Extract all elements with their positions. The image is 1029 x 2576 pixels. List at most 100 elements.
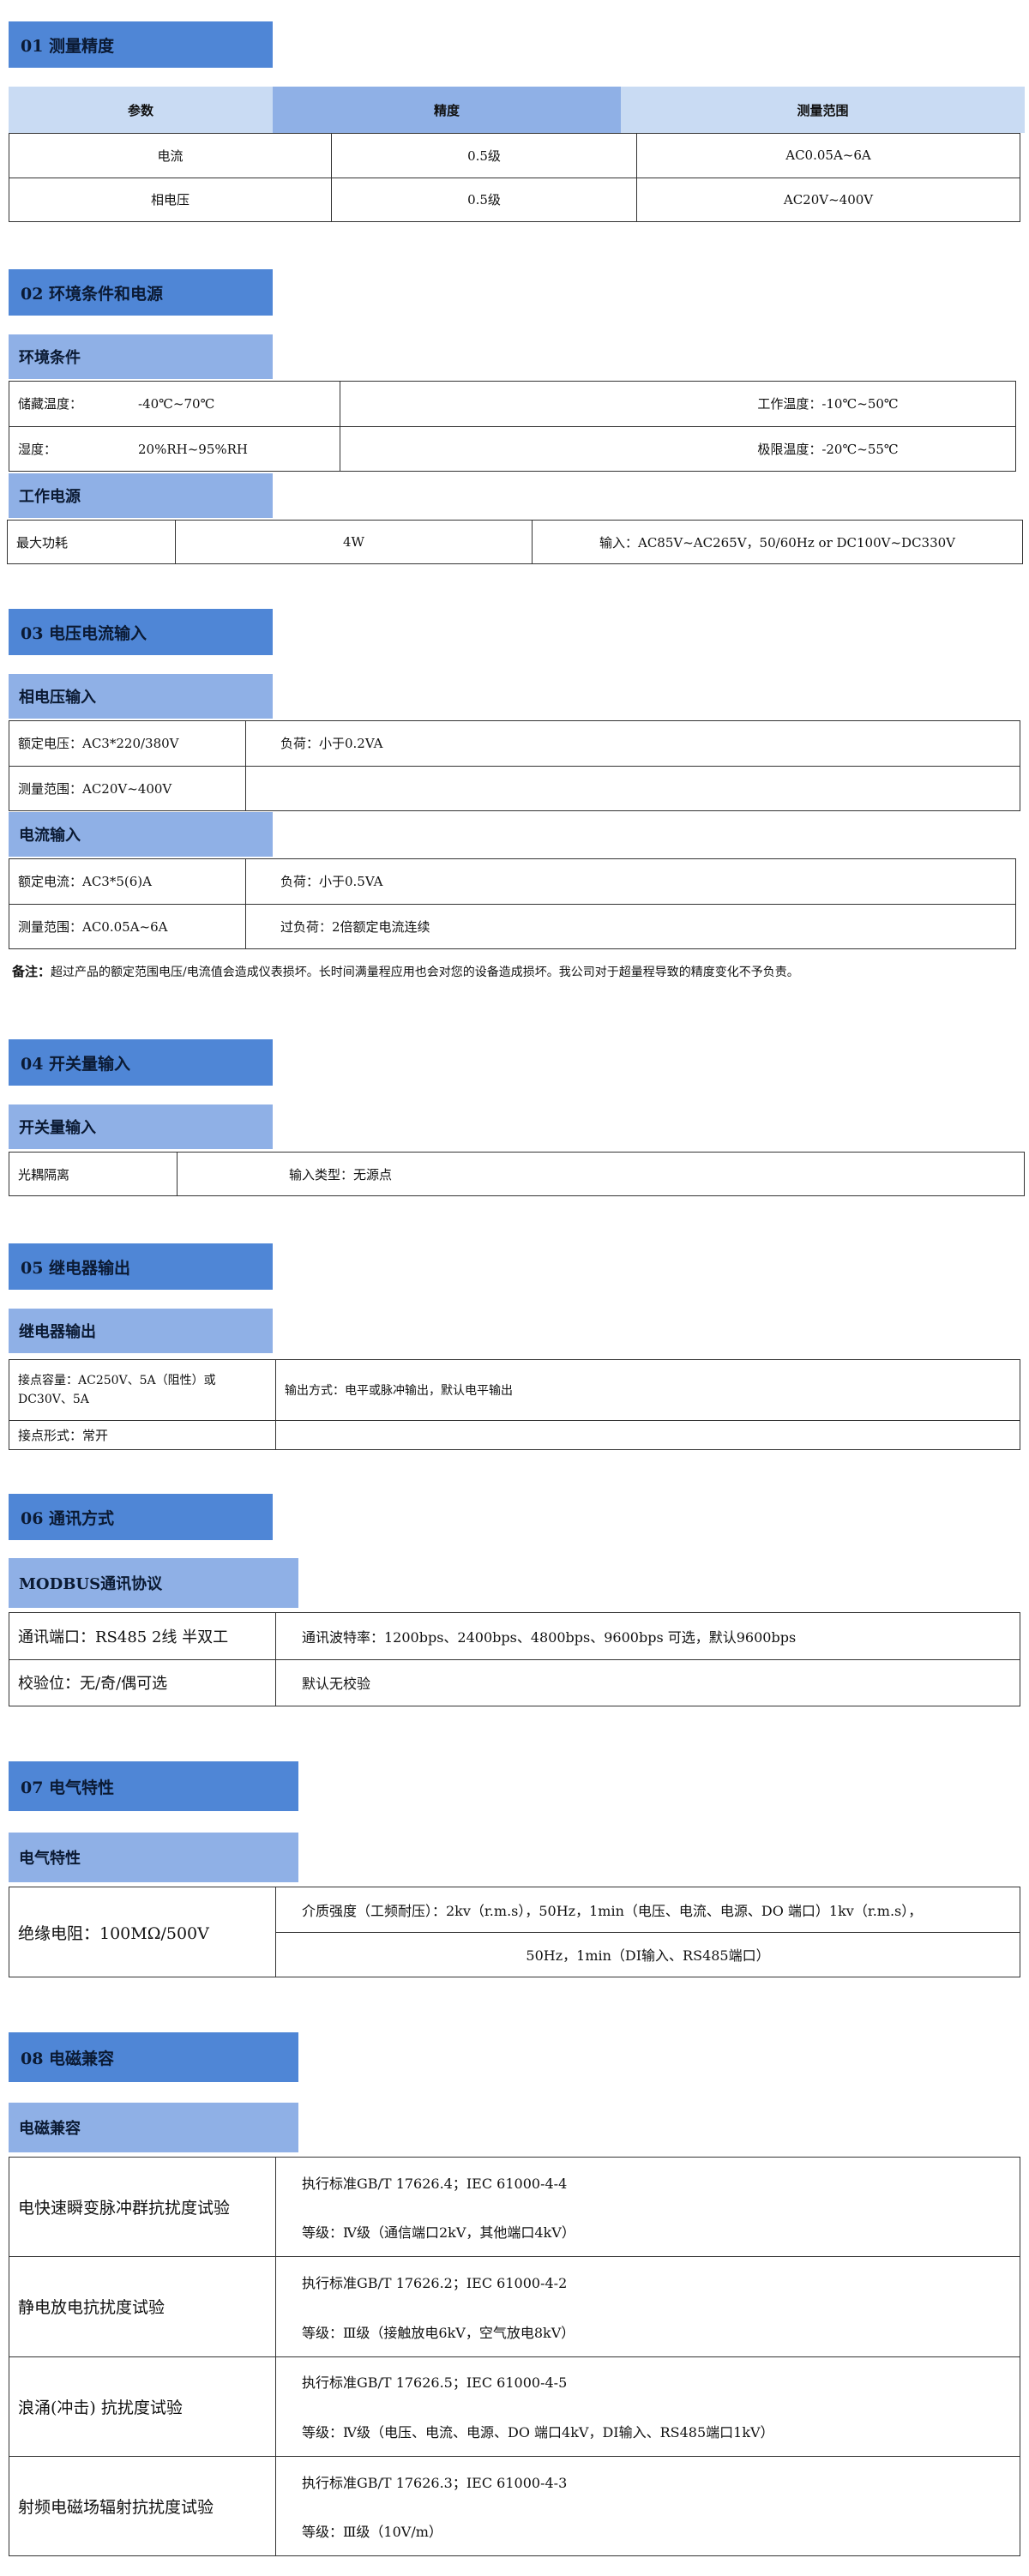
cell-esd-test: 静电放电抗扰度试验 bbox=[9, 2256, 276, 2357]
cell-empty bbox=[245, 765, 1020, 811]
emc-subtitle: 电磁兼容 bbox=[9, 2103, 298, 2152]
cell-current-load: 负荷：小于0.5VA bbox=[245, 858, 1016, 905]
section-05-title: 05 继电器输出 bbox=[9, 1243, 273, 1290]
power-subtitle: 工作电源 bbox=[9, 473, 273, 518]
cell-insulation: 绝缘电阻：100MΩ/500V bbox=[9, 1887, 276, 1977]
current-input-table: 额定电流：AC3*5(6)A 负荷：小于0.5VA 测量范围：AC0.05A~6… bbox=[9, 858, 1016, 949]
cell-max-power-value: 4W bbox=[175, 520, 533, 564]
switch-input-subtitle: 开关量输入 bbox=[9, 1104, 273, 1149]
cell-dielectric-line2: 50Hz，1min（DI输入、RS485端口） bbox=[275, 1931, 1020, 1977]
cell-eft-level: 等级：Ⅳ级（通信端口2kV，其他端口4kV） bbox=[275, 2206, 1020, 2258]
cell-surge-level: 等级：Ⅳ级（电压、电流、电源、DO 端口4kV，DI输入、RS485端口1kV） bbox=[275, 2406, 1020, 2457]
cell-range: AC20V~400V bbox=[636, 177, 1020, 222]
table-row: 测量范围：AC0.05A~6A 过负荷：2倍额定电流连续 bbox=[9, 903, 1016, 949]
cell-baud-rate: 通讯波特率：1200bps、2400bps、4800bps、9600bps 可选… bbox=[275, 1612, 1020, 1660]
header-range: 测量范围 bbox=[621, 87, 1025, 133]
cell-working-temp: 工作温度：-10℃~50℃ bbox=[340, 381, 1016, 427]
header-accuracy: 精度 bbox=[273, 87, 621, 133]
voltage-input-table: 额定电压：AC3*220/380V 负荷：小于0.2VA 测量范围：AC20V~… bbox=[9, 720, 1020, 811]
cell-voltage-load: 负荷：小于0.2VA bbox=[245, 720, 1020, 767]
note-text: 超过产品的额定范围电压/电流值会造成仪表损坏。长时间满量程应用也会对您的设备造成… bbox=[51, 966, 799, 979]
cell-param: 电流 bbox=[9, 133, 332, 178]
table-row: 电快速瞬变脉冲群抗扰度试验 执行标准GB/T 17626.4；IEC 61000… bbox=[9, 2156, 1020, 2258]
precision-table: 电流 0.5级 AC0.05A~6A 相电压 0.5级 AC20V~400V bbox=[9, 133, 1020, 222]
modbus-subtitle: MODBUS通讯协议 bbox=[9, 1558, 298, 1608]
cell-contact-type: 接点形式：常开 bbox=[9, 1419, 276, 1451]
cell-rf-standard: 执行标准GB/T 17626.3；IEC 61000-4-3 bbox=[275, 2455, 1020, 2507]
cell-limit-temp: 极限温度：-20℃~55℃ bbox=[340, 425, 1016, 472]
table-row: 储藏温度： -40℃~70℃ 工作温度：-10℃~50℃ bbox=[9, 381, 1016, 427]
table-row: 最大功耗 4W 输入：AC85V~AC265V，50/60Hz or DC100… bbox=[7, 520, 1023, 564]
power-table: 最大功耗 4W 输入：AC85V~AC265V，50/60Hz or DC100… bbox=[7, 520, 1023, 564]
table-row: 湿度： 20%RH~95%RH 极限温度：-20℃~55℃ bbox=[9, 425, 1016, 472]
cell-rated-voltage: 额定电压：AC3*220/380V bbox=[9, 720, 246, 767]
cell-default-parity: 默认无校验 bbox=[275, 1658, 1020, 1706]
table-row: 接点容量：AC250V、5A（阻性）或DC30V、5A 输出方式：电平或脉冲输出… bbox=[9, 1359, 1020, 1421]
table-row: 校验位：无/奇/偶可选 默认无校验 bbox=[9, 1658, 1020, 1706]
cell-accuracy: 0.5级 bbox=[331, 133, 637, 178]
section-07-title: 07 电气特性 bbox=[9, 1761, 298, 1811]
cell-max-power-label: 最大功耗 bbox=[7, 520, 176, 564]
table-row: 50Hz，1min（DI输入、RS485端口） bbox=[9, 1931, 1020, 1977]
section-03-title: 03 电压电流输入 bbox=[9, 609, 273, 655]
cell-param: 相电压 bbox=[9, 177, 332, 222]
cell-voltage-range: 测量范围：AC20V~400V bbox=[9, 765, 246, 811]
cell-rf-test: 射频电磁场辐射抗扰度试验 bbox=[9, 2455, 276, 2557]
current-input-subtitle: 电流输入 bbox=[9, 812, 273, 857]
table-row: 相电压 0.5级 AC20V~400V bbox=[9, 177, 1020, 222]
cell-humidity: 湿度： 20%RH~95%RH bbox=[9, 425, 340, 472]
value-humidity: 20%RH~95%RH bbox=[138, 441, 248, 457]
switch-input-table: 光耦隔离 输入类型：无源点 bbox=[9, 1152, 1025, 1196]
header-param: 参数 bbox=[9, 87, 273, 133]
cell-comm-port: 通讯端口：RS485 2线 半双工 bbox=[9, 1612, 276, 1660]
table-row: 电流 0.5级 AC0.05A~6A bbox=[9, 133, 1020, 178]
electrical-subtitle: 电气特性 bbox=[9, 1833, 298, 1882]
cell-surge-test: 浪涌(冲击) 抗扰度试验 bbox=[9, 2356, 276, 2457]
table-row: 静电放电抗扰度试验 执行标准GB/T 17626.2；IEC 61000-4-2 bbox=[9, 2256, 1020, 2357]
table-row: 绝缘电阻：100MΩ/500V 介质强度（工频耐压）：2kv（r.m.s），50… bbox=[9, 1887, 1020, 1977]
env-subtitle: 环境条件 bbox=[9, 334, 273, 379]
label-humidity: 湿度： bbox=[18, 441, 57, 457]
relay-output-subtitle: 继电器输出 bbox=[9, 1309, 273, 1353]
cell-empty bbox=[275, 1419, 1020, 1451]
cell-output-mode: 输出方式：电平或脉冲输出，默认电平输出 bbox=[275, 1359, 1020, 1421]
value-storage-temp: -40℃~70℃ bbox=[138, 396, 215, 412]
table-row: 浪涌(冲击) 抗扰度试验 执行标准GB/T 17626.5；IEC 61000-… bbox=[9, 2356, 1020, 2457]
electrical-table: 绝缘电阻：100MΩ/500V 介质强度（工频耐压）：2kv（r.m.s），50… bbox=[9, 1887, 1020, 1977]
note-line: 备注：超过产品的额定范围电压/电流值会造成仪表损坏。长时间满量程应用也会对您的设… bbox=[12, 962, 1024, 984]
table-row: 光耦隔离 输入类型：无源点 bbox=[9, 1152, 1025, 1196]
section-04-title: 04 开关量输入 bbox=[9, 1039, 273, 1086]
cell-current-range: 测量范围：AC0.05A~6A bbox=[9, 903, 246, 949]
table-row: 等级：Ⅲ级（10V/m） bbox=[9, 2506, 1020, 2557]
cell-eft-test: 电快速瞬变脉冲群抗扰度试验 bbox=[9, 2156, 276, 2258]
cell-rated-current: 额定电流：AC3*5(6)A bbox=[9, 858, 246, 905]
cell-esd-level: 等级：Ⅲ级（接触放电6kV，空气放电8kV） bbox=[275, 2306, 1020, 2357]
cell-parity: 校验位：无/奇/偶可选 bbox=[9, 1658, 276, 1706]
note-label: 备注： bbox=[12, 964, 51, 979]
relay-output-table: 接点容量：AC250V、5A（阻性）或DC30V、5A 输出方式：电平或脉冲输出… bbox=[9, 1359, 1020, 1451]
cell-eft-standard: 执行标准GB/T 17626.4；IEC 61000-4-4 bbox=[275, 2156, 1020, 2207]
cell-surge-standard: 执行标准GB/T 17626.5；IEC 61000-4-5 bbox=[275, 2356, 1020, 2407]
communication-table: 通讯端口：RS485 2线 半双工 通讯波特率：1200bps、2400bps、… bbox=[9, 1612, 1020, 1706]
table-row: 射频电磁场辐射抗扰度试验 执行标准GB/T 17626.3；IEC 61000-… bbox=[9, 2455, 1020, 2557]
cell-storage-temp: 储藏温度： -40℃~70℃ bbox=[9, 381, 340, 427]
voltage-input-subtitle: 相电压输入 bbox=[9, 674, 273, 719]
cell-accuracy: 0.5级 bbox=[331, 177, 637, 222]
table-row: 额定电流：AC3*5(6)A 负荷：小于0.5VA bbox=[9, 858, 1016, 905]
section-08-title: 08 电磁兼容 bbox=[9, 2032, 298, 2082]
cell-range: AC0.05A~6A bbox=[636, 133, 1020, 178]
table-row: 测量范围：AC20V~400V bbox=[9, 765, 1020, 811]
table-row: 等级：Ⅲ级（接触放电6kV，空气放电8kV） bbox=[9, 2306, 1020, 2357]
env-table: 储藏温度： -40℃~70℃ 工作温度：-10℃~50℃ 湿度： 20%RH~95%… bbox=[9, 381, 1016, 472]
table-row: 通讯端口：RS485 2线 半双工 通讯波特率：1200bps、2400bps、… bbox=[9, 1612, 1020, 1660]
table-row: 额定电压：AC3*220/380V 负荷：小于0.2VA bbox=[9, 720, 1020, 767]
label-storage-temp: 储藏温度： bbox=[18, 396, 83, 412]
cell-dielectric-line1: 介质强度（工频耐压）：2kv（r.m.s），50Hz，1min（电压、电流、电源… bbox=[275, 1887, 1020, 1933]
cell-optocoupler: 光耦隔离 bbox=[9, 1152, 178, 1196]
table-row: 接点形式：常开 bbox=[9, 1419, 1020, 1451]
table-row: 等级：Ⅳ级（电压、电流、电源、DO 端口4kV，DI输入、RS485端口1kV） bbox=[9, 2406, 1020, 2457]
cell-rf-level: 等级：Ⅲ级（10V/m） bbox=[275, 2506, 1020, 2557]
precision-table-header: 参数 精度 测量范围 bbox=[9, 87, 1025, 133]
emc-table: 电快速瞬变脉冲群抗扰度试验 执行标准GB/T 17626.4；IEC 61000… bbox=[9, 2156, 1020, 2557]
cell-contact-capacity: 接点容量：AC250V、5A（阻性）或DC30V、5A bbox=[9, 1359, 276, 1421]
